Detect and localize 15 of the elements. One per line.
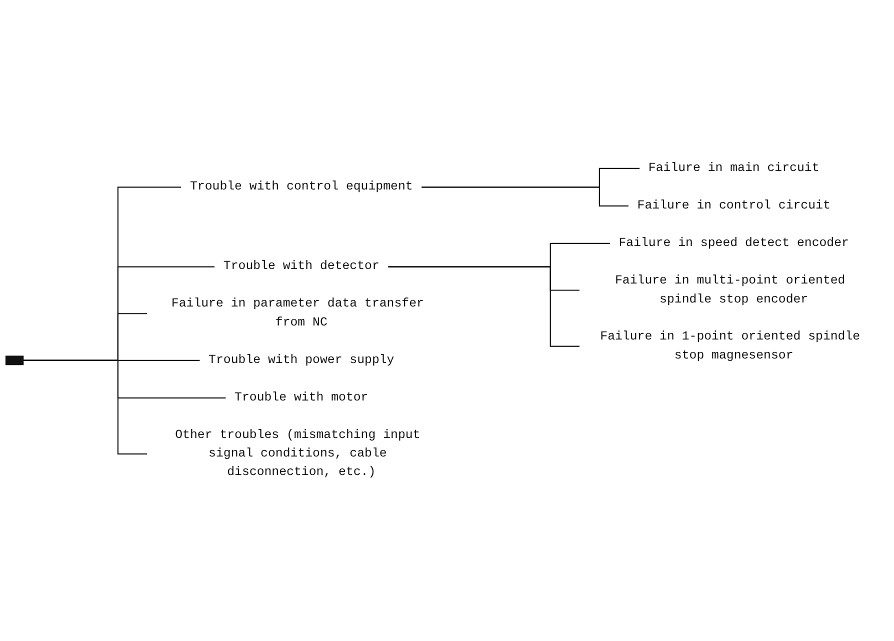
connector — [23, 360, 148, 454]
node-text: Failure in main circuit — [648, 161, 820, 176]
node-text: Other troubles (mismatching input signal conditions, cable disconnection, etc.) — [175, 428, 420, 480]
node-text: Trouble with control equipment — [190, 180, 413, 194]
node-text: Failure in parameter data transfer from NC — [171, 297, 424, 330]
connector — [388, 266, 580, 347]
node-text: Trouble with power supply — [208, 353, 394, 368]
node-text: Failure in speed detect encoder — [618, 236, 849, 250]
node-text: Failure in 1-point oriented spindle stop magnesensor — [600, 330, 860, 362]
node-text: Trouble with motor — [234, 390, 368, 405]
node-bar — [5, 356, 24, 366]
node-text: Failure in control circuit — [637, 198, 830, 213]
node-text: Trouble with detector — [223, 260, 380, 274]
connector — [422, 186, 629, 207]
node-text: Failure in multi-point oriented spindle stop encoder — [615, 274, 846, 306]
